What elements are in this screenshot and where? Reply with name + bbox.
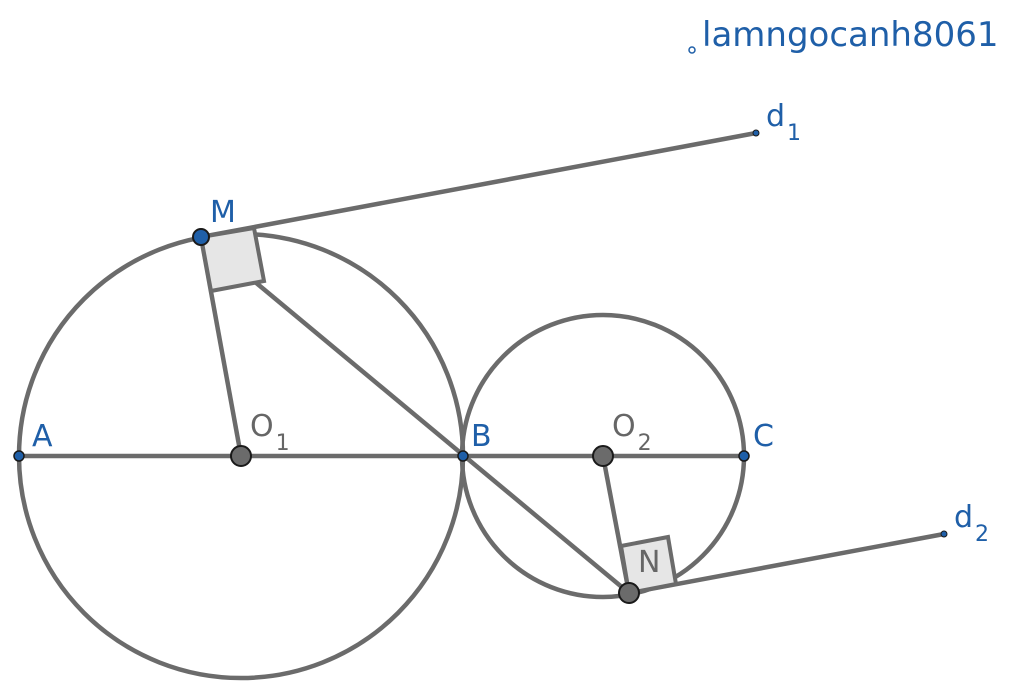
label-d2: d2: [954, 500, 989, 547]
tangent-d1: [200, 130, 757, 240]
point-n: [618, 582, 640, 604]
right-angle-marker-m: [198, 225, 267, 294]
label-o1: O1: [250, 409, 290, 456]
tangent-d2: [628, 531, 945, 596]
watermark-text: lamngocanh8061: [702, 15, 999, 55]
right-angle-marker-n: [618, 534, 679, 596]
point-m: [192, 228, 210, 246]
label-b: B: [471, 419, 492, 454]
label-m: M: [210, 195, 236, 230]
point-d2-end: [940, 530, 948, 538]
label-c: C: [753, 419, 774, 454]
label-o2: O2: [612, 409, 652, 456]
label-d1: d1: [766, 99, 801, 146]
watermark-dot-icon: [688, 46, 696, 54]
point-c: [738, 450, 750, 462]
segment-m-n: [199, 235, 631, 595]
point-d1-end: [752, 129, 760, 137]
point-o2: [592, 445, 614, 467]
label-n: N: [638, 545, 660, 580]
point-o1: [230, 445, 252, 467]
point-a: [13, 450, 25, 462]
point-b: [457, 450, 469, 462]
label-a: A: [32, 419, 53, 454]
